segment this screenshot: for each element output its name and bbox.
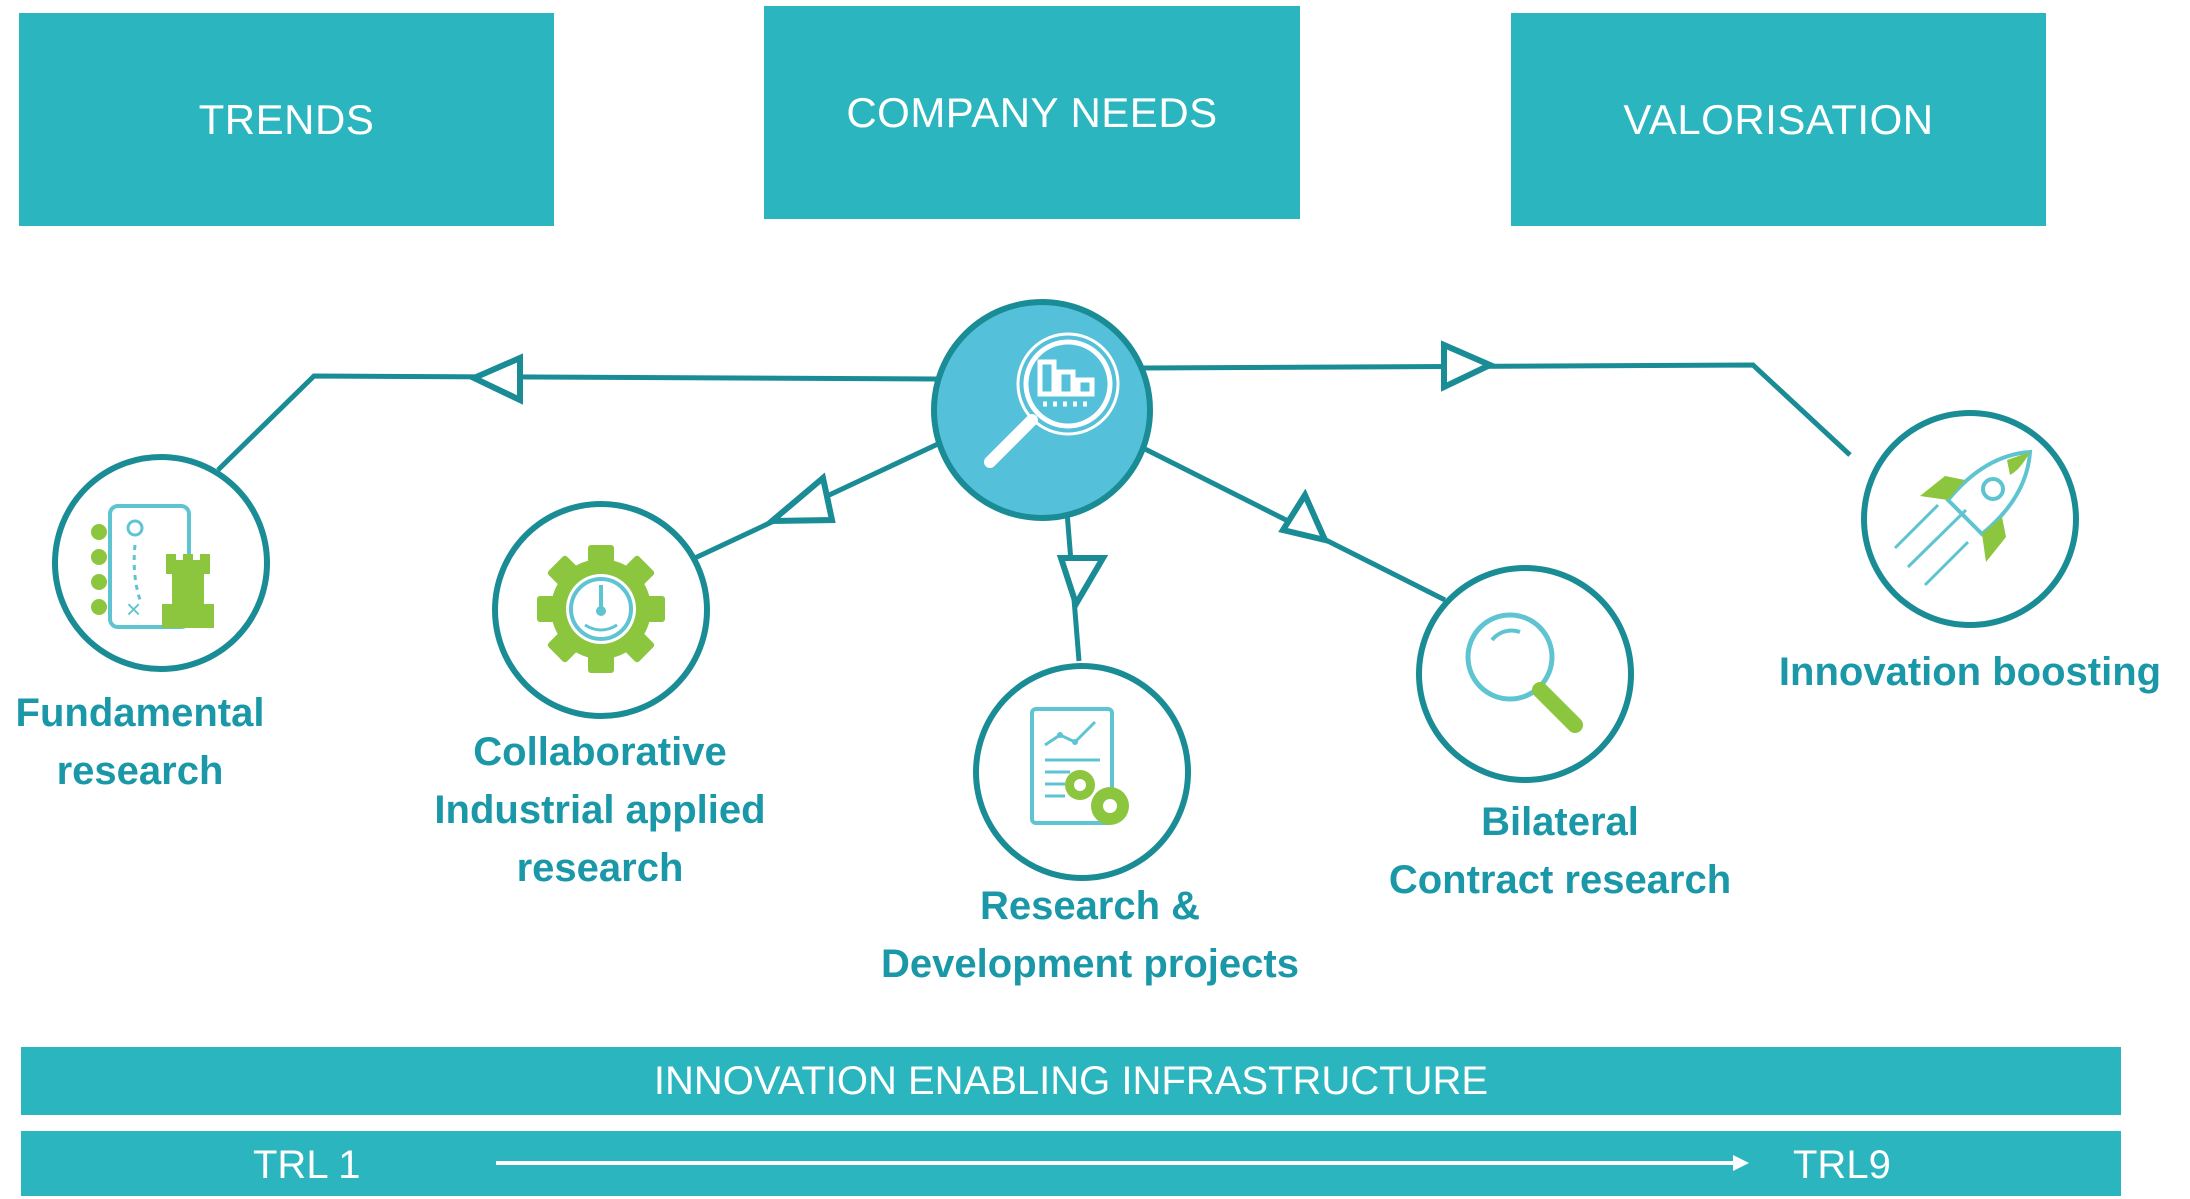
company-needs-label: COMPANY NEEDS bbox=[846, 88, 1218, 136]
rocket-icon bbox=[1893, 449, 2033, 587]
arrowhead-right bbox=[1441, 340, 1498, 392]
magnifier-icon bbox=[1465, 612, 1583, 733]
trl-end-label: TRL9 bbox=[1793, 1143, 1891, 1187]
innovation-label: Innovation boosting bbox=[1760, 643, 2180, 701]
trends-box: TRENDS bbox=[19, 13, 554, 226]
fundamental-line-1: Fundamental bbox=[15, 691, 265, 735]
gear-gauge-icon bbox=[537, 545, 665, 673]
arrowhead-left bbox=[466, 353, 523, 405]
connector-to-innovation bbox=[1142, 362, 1852, 457]
connector-to-fundamental bbox=[216, 373, 938, 472]
rnd-line-1: Research & bbox=[979, 884, 1201, 928]
fundamental-label: Fundamental research bbox=[0, 684, 280, 800]
valorisation-box: VALORISATION bbox=[1511, 13, 2046, 226]
report-gears-icon bbox=[1030, 707, 1129, 825]
infrastructure-label: INNOVATION ENABLING INFRASTRUCTURE bbox=[653, 1058, 1489, 1103]
rnd-line-2: Development projects bbox=[881, 942, 1299, 986]
bilateral-node bbox=[1416, 565, 1634, 783]
bilateral-label: Bilateral Contract research bbox=[1350, 793, 1770, 909]
collaborative-label: Collaborative Industrial applied researc… bbox=[400, 723, 800, 897]
magnifier-chart-icon bbox=[984, 332, 1120, 468]
collaborative-line-2: Industrial applied bbox=[434, 788, 766, 832]
collaborative-line-3: research bbox=[516, 846, 684, 890]
rnd-label: Research & Development projects bbox=[850, 877, 1330, 993]
trl-arrow bbox=[496, 1155, 1749, 1171]
arrowhead-bilateral bbox=[1278, 488, 1331, 545]
arrowhead-collaborative bbox=[763, 472, 836, 525]
arrowhead-rnd bbox=[1056, 555, 1109, 612]
fundamental-node: × bbox=[52, 454, 270, 672]
trl-start-label: TRL 1 bbox=[253, 1143, 361, 1187]
strategy-board-chess-rook-icon: × bbox=[91, 504, 214, 629]
company-needs-box: COMPANY NEEDS bbox=[764, 6, 1300, 219]
svg-text:×: × bbox=[126, 594, 141, 624]
bilateral-line-2: Contract research bbox=[1388, 858, 1732, 902]
center-node bbox=[931, 299, 1153, 521]
trl-bar: TRL 1 TRL9 bbox=[21, 1131, 2121, 1196]
collaborative-node bbox=[492, 501, 710, 719]
innovation-line-1: Innovation boosting bbox=[1778, 650, 2162, 694]
fundamental-line-2: research bbox=[56, 749, 224, 793]
collaborative-line-1: Collaborative bbox=[473, 730, 727, 774]
innovation-node bbox=[1861, 410, 2079, 628]
infrastructure-bar: INNOVATION ENABLING INFRASTRUCTURE bbox=[21, 1047, 2121, 1115]
trends-label: TRENDS bbox=[198, 95, 375, 143]
rnd-node bbox=[973, 663, 1191, 881]
valorisation-label: VALORISATION bbox=[1623, 95, 1934, 143]
bilateral-line-1: Bilateral bbox=[1481, 800, 1639, 844]
